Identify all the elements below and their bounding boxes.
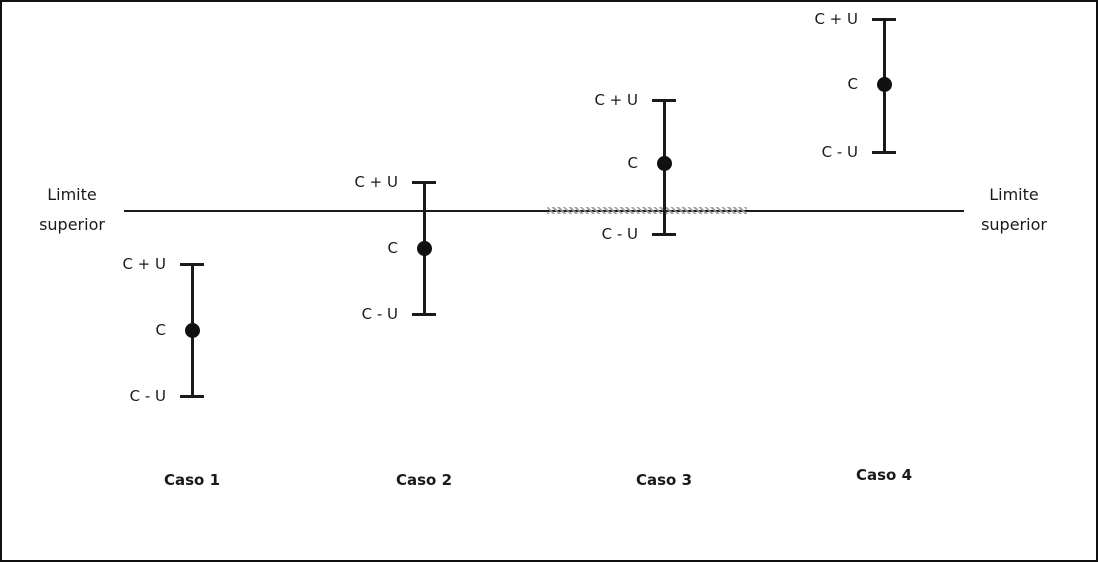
- upper-bound-label-caso-3: C + U: [594, 91, 638, 109]
- error-bar-bottom-cap-caso-2: [412, 312, 436, 316]
- limit-line: [124, 210, 964, 212]
- limit-label-left-line1: Limite: [47, 185, 97, 204]
- measured-value-dot-caso-4: [876, 76, 892, 92]
- case-name-label-caso-1: Caso 1: [163, 471, 221, 489]
- error-bar-top-cap-caso-1: [180, 262, 204, 266]
- error-bar-top-cap-caso-3: [652, 98, 676, 102]
- measured-value-dot-caso-3: [656, 155, 672, 171]
- center-value-label-caso-2: C: [387, 239, 398, 257]
- error-bar-bottom-cap-caso-1: [180, 394, 204, 398]
- limit-label-left: Limite superior: [24, 180, 120, 239]
- error-bar-top-cap-caso-2: [412, 180, 436, 184]
- limit-label-left-line2: superior: [39, 214, 105, 234]
- upper-bound-label-caso-1: C + U: [122, 255, 166, 273]
- error-bar-bottom-cap-caso-4: [872, 150, 896, 154]
- measured-value-dot-caso-2: [416, 240, 432, 256]
- upper-bound-label-caso-2: C + U: [354, 173, 398, 191]
- case-name-label-caso-2: Caso 2: [395, 471, 453, 489]
- limit-line-hatch: [547, 207, 747, 214]
- case-name-label-caso-3: Caso 3: [635, 471, 693, 489]
- center-value-label-caso-4: C: [847, 75, 858, 93]
- center-value-label-caso-1: C: [155, 321, 166, 339]
- center-value-label-caso-3: C: [627, 154, 638, 172]
- limit-label-right-line1: Limite: [989, 185, 1039, 204]
- limit-label-right-line2: superior: [981, 214, 1047, 234]
- lower-bound-label-caso-4: C - U: [821, 143, 858, 161]
- lower-bound-label-caso-3: C - U: [601, 225, 638, 243]
- limit-label-right: Limite superior: [966, 180, 1062, 239]
- measured-value-dot-caso-1: [184, 322, 200, 338]
- case-name-label-caso-4: Caso 4: [855, 466, 913, 484]
- error-bar-top-cap-caso-4: [872, 17, 896, 21]
- error-bar-bottom-cap-caso-3: [652, 232, 676, 236]
- upper-bound-label-caso-4: C + U: [814, 10, 858, 28]
- lower-bound-label-caso-1: C - U: [129, 387, 166, 405]
- lower-bound-label-caso-2: C - U: [361, 305, 398, 323]
